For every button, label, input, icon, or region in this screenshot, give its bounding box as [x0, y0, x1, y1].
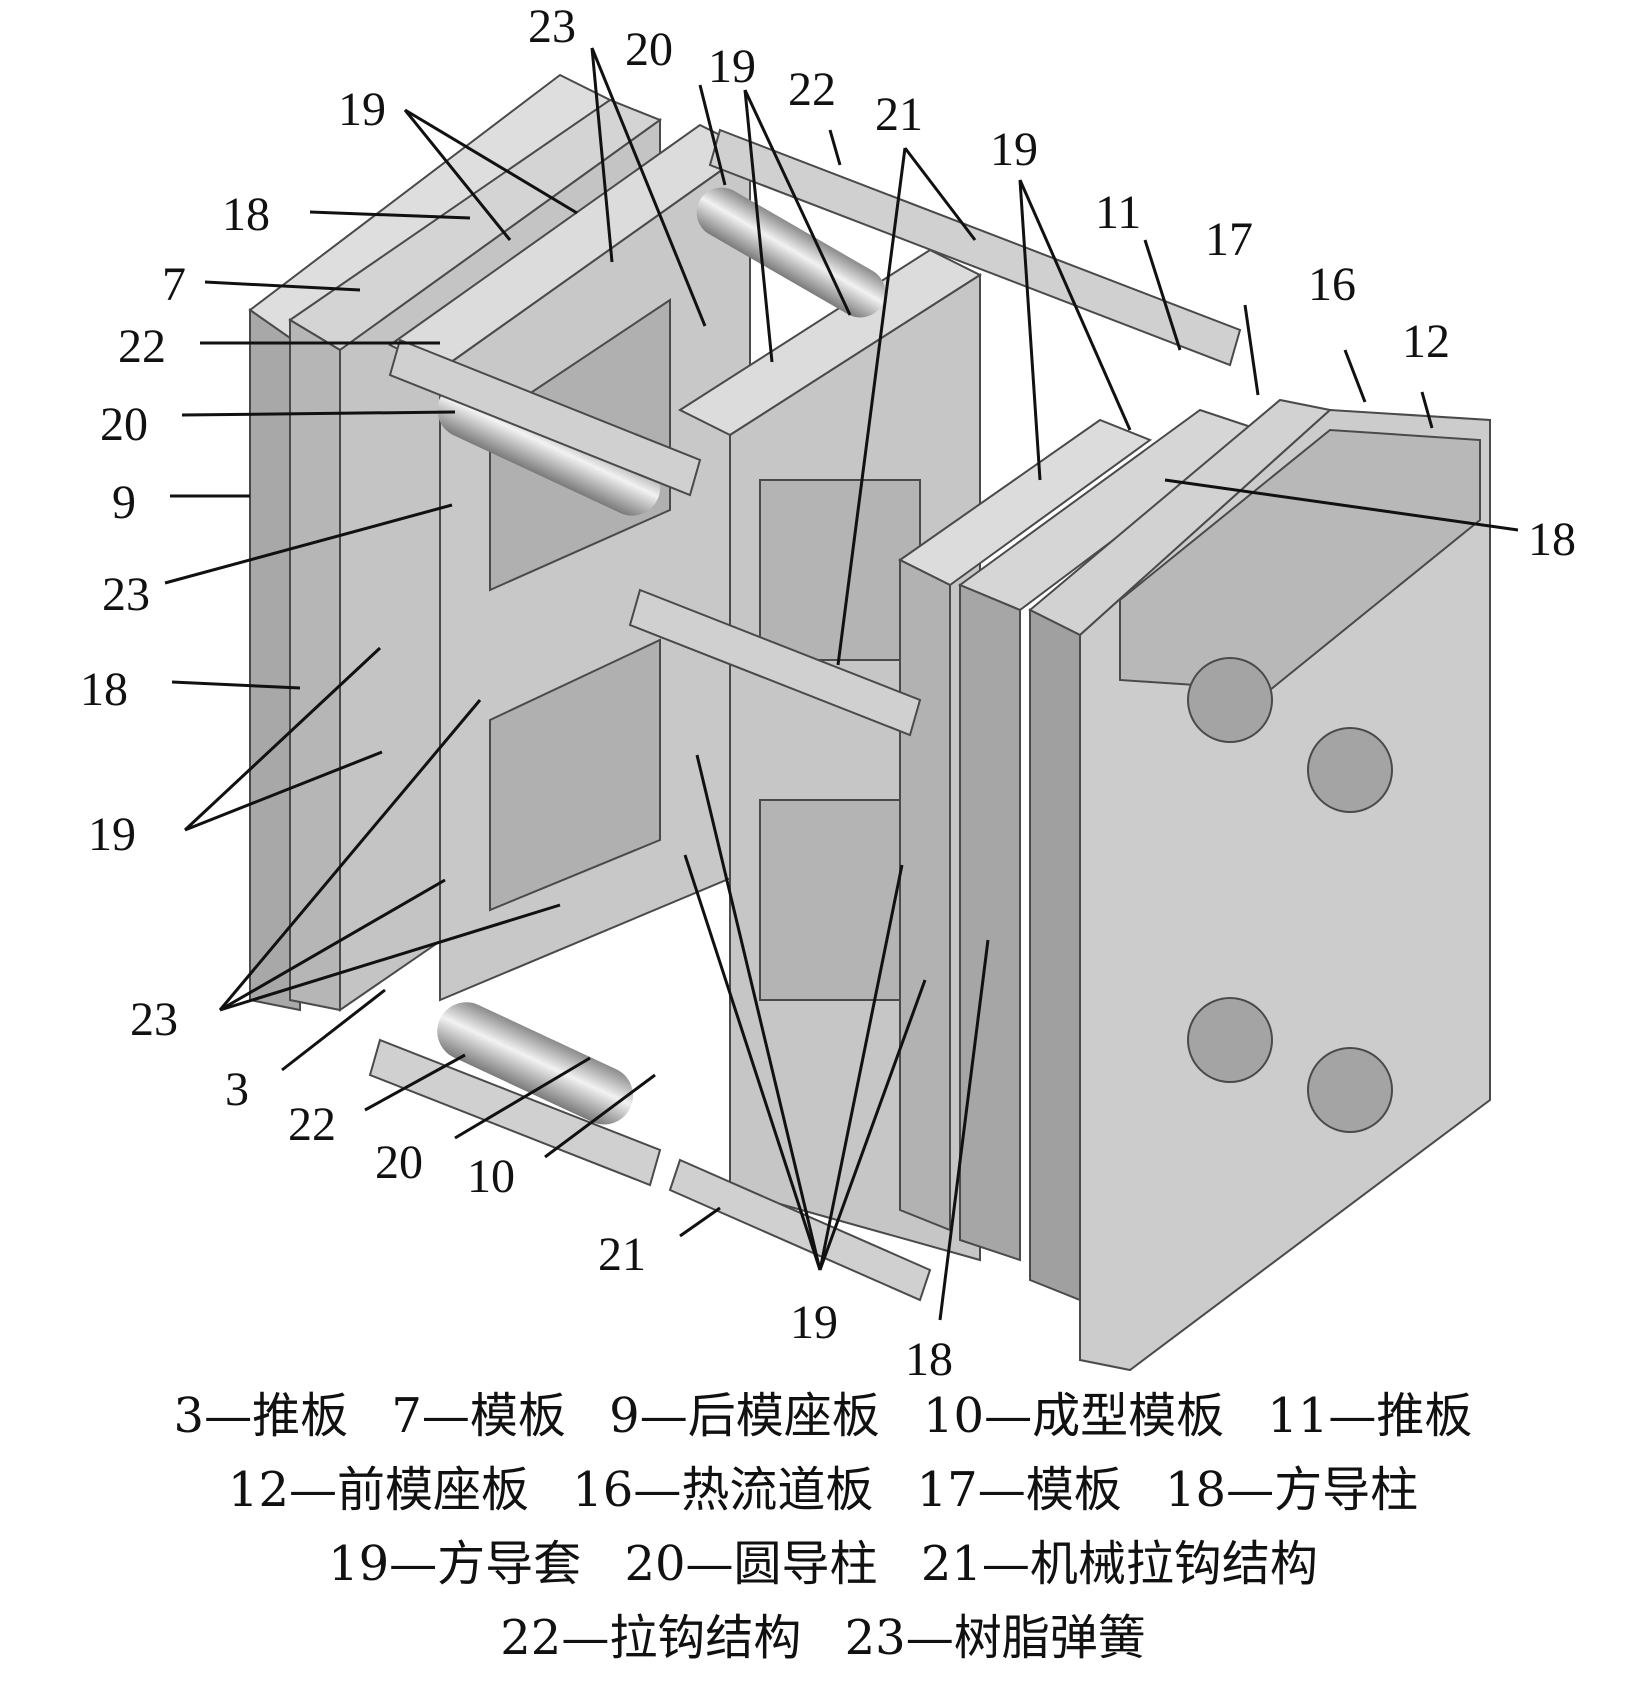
- callout-23-top: 23: [528, 0, 576, 53]
- callout-22-top: 22: [788, 63, 836, 116]
- legend-item: 11—推板: [1267, 1388, 1473, 1444]
- legend-item: 7—模板: [391, 1388, 566, 1444]
- legend-item: 19—方导套: [328, 1536, 582, 1592]
- callout-16: 16: [1308, 258, 1356, 311]
- callout-18-bottom: 18: [905, 1333, 953, 1380]
- callout-10: 10: [467, 1150, 515, 1203]
- legend-item: 16—热流道板: [572, 1462, 874, 1518]
- legend-item: 20—圆导柱: [624, 1536, 878, 1592]
- callout-20-top: 20: [625, 23, 673, 76]
- callout-9: 9: [112, 476, 136, 529]
- legend-item: 17—模板: [916, 1462, 1122, 1518]
- callout-11: 11: [1095, 186, 1141, 239]
- legend-line-1: 3—推板 7—模板 9—后模座板 10—成型模板 11—推板: [0, 1380, 1646, 1452]
- callout-23-low: 23: [130, 993, 178, 1046]
- legend-item: 22—拉钩结构: [500, 1610, 802, 1666]
- hook-bars: [368, 128, 1242, 1302]
- callout-19-right: 19: [990, 123, 1038, 176]
- forming-plate: [388, 123, 752, 1002]
- callout-20-bottom: 20: [375, 1136, 423, 1189]
- callout-18-mid: 18: [80, 663, 128, 716]
- legend-item: 21—机械拉钩结构: [920, 1536, 1318, 1592]
- callout-22-bottom: 22: [288, 1098, 336, 1151]
- callout-3: 3: [225, 1063, 249, 1116]
- callout-22-left: 22: [118, 320, 166, 373]
- callout-19-left: 19: [338, 83, 386, 136]
- legend-line-3: 19—方导套 20—圆导柱 21—机械拉钩结构: [0, 1528, 1646, 1600]
- callout-21-top: 21: [875, 88, 923, 141]
- callout-19-top: 19: [708, 40, 756, 93]
- legend-item: 9—后模座板: [609, 1388, 880, 1444]
- callout-23-left: 23: [102, 568, 150, 621]
- callout-12: 12: [1402, 315, 1450, 368]
- legend-item: 12—前模座板: [227, 1462, 529, 1518]
- legend-item: 23—树脂弹簧: [844, 1610, 1146, 1666]
- legend-item: 3—推板: [173, 1388, 349, 1444]
- callout-18-left: 18: [222, 188, 270, 241]
- callout-17: 17: [1205, 213, 1253, 266]
- callout-19-bottom: 19: [790, 1296, 838, 1349]
- legend-line-2: 12—前模座板 16—热流道板 17—模板 18—方导柱: [0, 1454, 1646, 1526]
- callout-19-low: 19: [88, 808, 136, 861]
- legend-line-4: 22—拉钩结构 23—树脂弹簧: [0, 1602, 1646, 1674]
- callouts: 23 20 19 22 21 19 18 7 22 20 9 23 18 19 …: [80, 0, 1576, 1380]
- figure-legend: 3—推板 7—模板 9—后模座板 10—成型模板 11—推板 12—前模座板 1…: [0, 1380, 1646, 1700]
- front-plates: [898, 398, 1491, 1372]
- mold-assembly-figure: 23 20 19 22 21 19 18 7 22 20 9 23 18 19 …: [80, 0, 1576, 1380]
- callout-20-left: 20: [100, 398, 148, 451]
- leader-lines: [164, 47, 1519, 1321]
- callout-21-bottom: 21: [598, 1228, 646, 1281]
- callout-7: 7: [162, 258, 186, 311]
- callout-18-right: 18: [1528, 513, 1576, 566]
- legend-item: 10—成型模板: [922, 1388, 1225, 1444]
- legend-item: 18—方导柱: [1164, 1462, 1419, 1518]
